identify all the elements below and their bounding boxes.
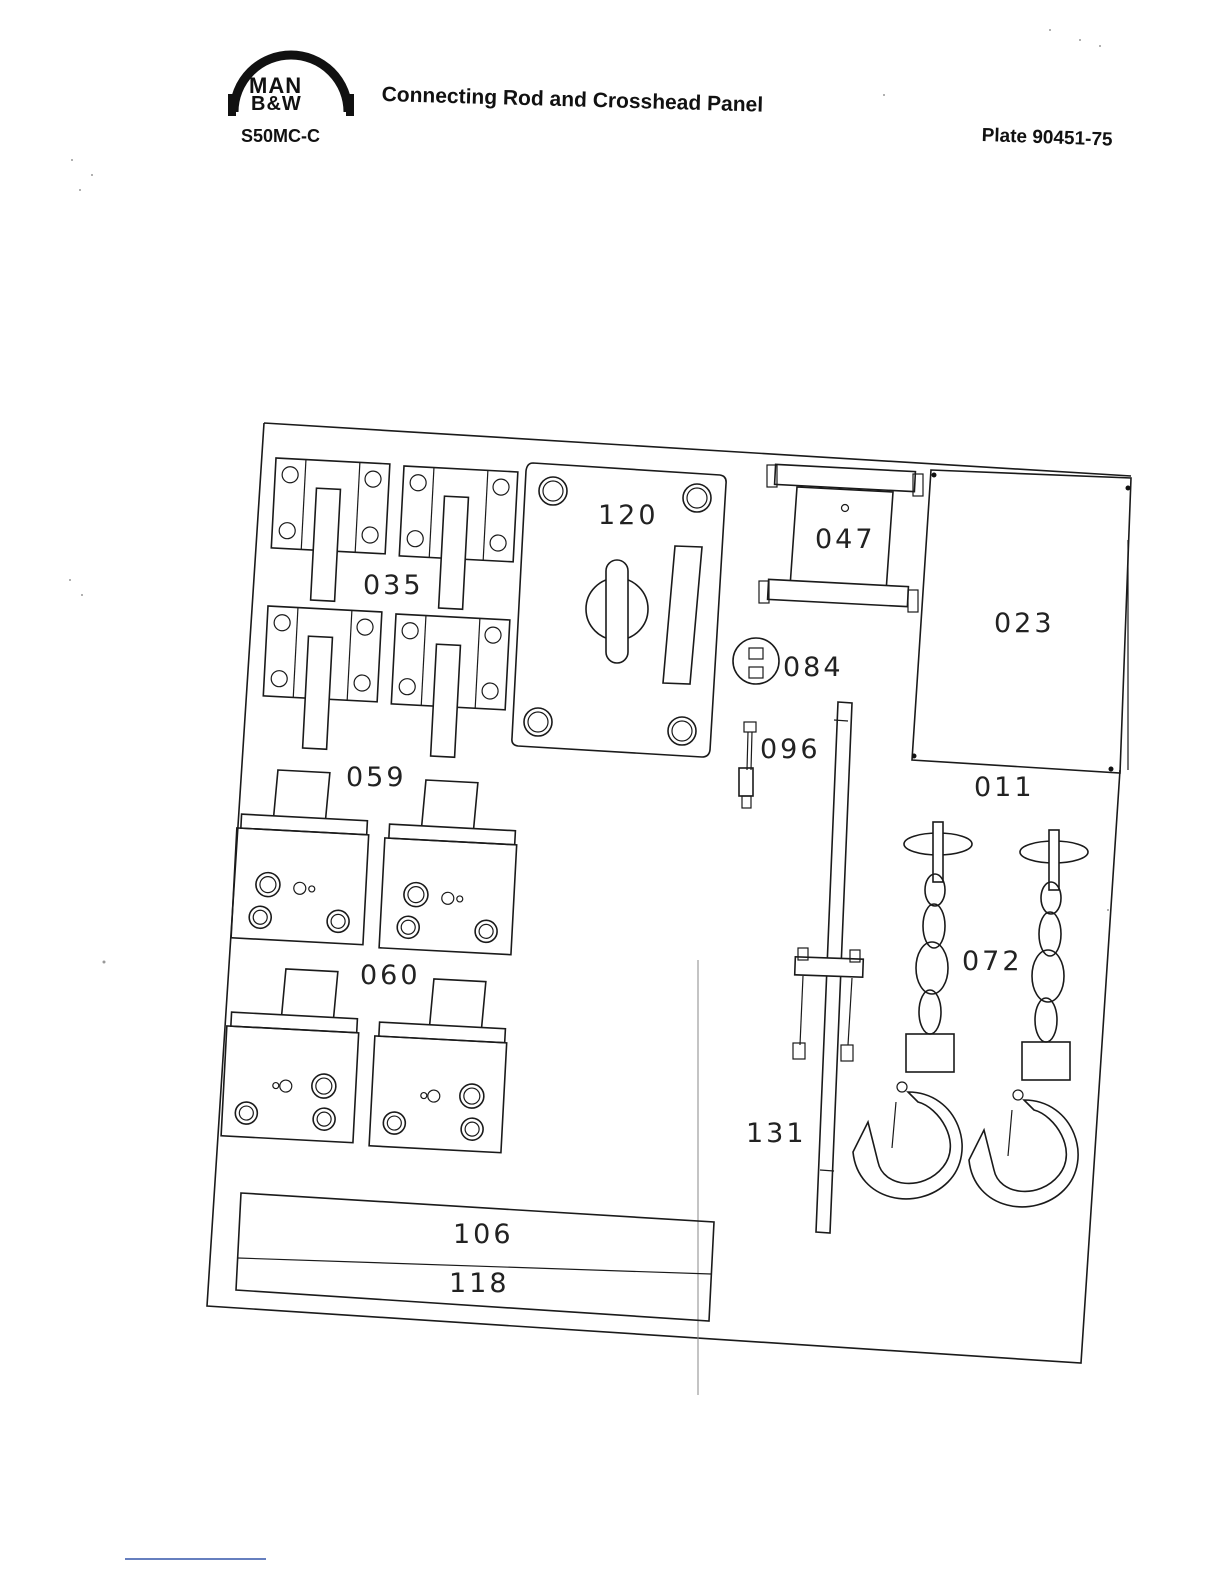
chain-hook-2 — [969, 830, 1088, 1207]
clamp-059-1 — [231, 768, 372, 945]
label-011: 011 — [974, 772, 1035, 803]
item-096-bolt — [739, 722, 756, 808]
clamp-060-1 — [221, 966, 362, 1143]
label-072: 072 — [962, 946, 1023, 977]
item-084-disc — [733, 638, 779, 684]
item-106-118-box — [236, 1193, 714, 1321]
label-096: 096 — [760, 734, 821, 765]
bracket-035-4 — [389, 614, 510, 760]
item-059-clamps — [231, 768, 520, 955]
label-084: 084 — [783, 652, 844, 683]
label-059: 059 — [346, 762, 407, 793]
label-118: 118 — [449, 1268, 510, 1299]
item-060-clamps — [221, 966, 510, 1153]
label-023: 023 — [994, 608, 1055, 639]
label-047: 047 — [815, 524, 876, 555]
chain-hook-1 — [853, 822, 972, 1199]
clamp-060-2 — [369, 976, 510, 1153]
bracket-035-3 — [261, 606, 382, 752]
item-072-hooks — [853, 822, 1088, 1207]
scan-noise — [69, 29, 1109, 964]
item-035-brackets — [261, 458, 518, 760]
clamp-059-2 — [379, 778, 520, 955]
label-060: 060 — [360, 960, 421, 991]
label-131: 131 — [746, 1118, 807, 1149]
label-106: 106 — [453, 1219, 514, 1250]
panel-outline — [207, 423, 1131, 1363]
label-035: 035 — [363, 570, 424, 601]
label-120: 120 — [598, 500, 659, 531]
